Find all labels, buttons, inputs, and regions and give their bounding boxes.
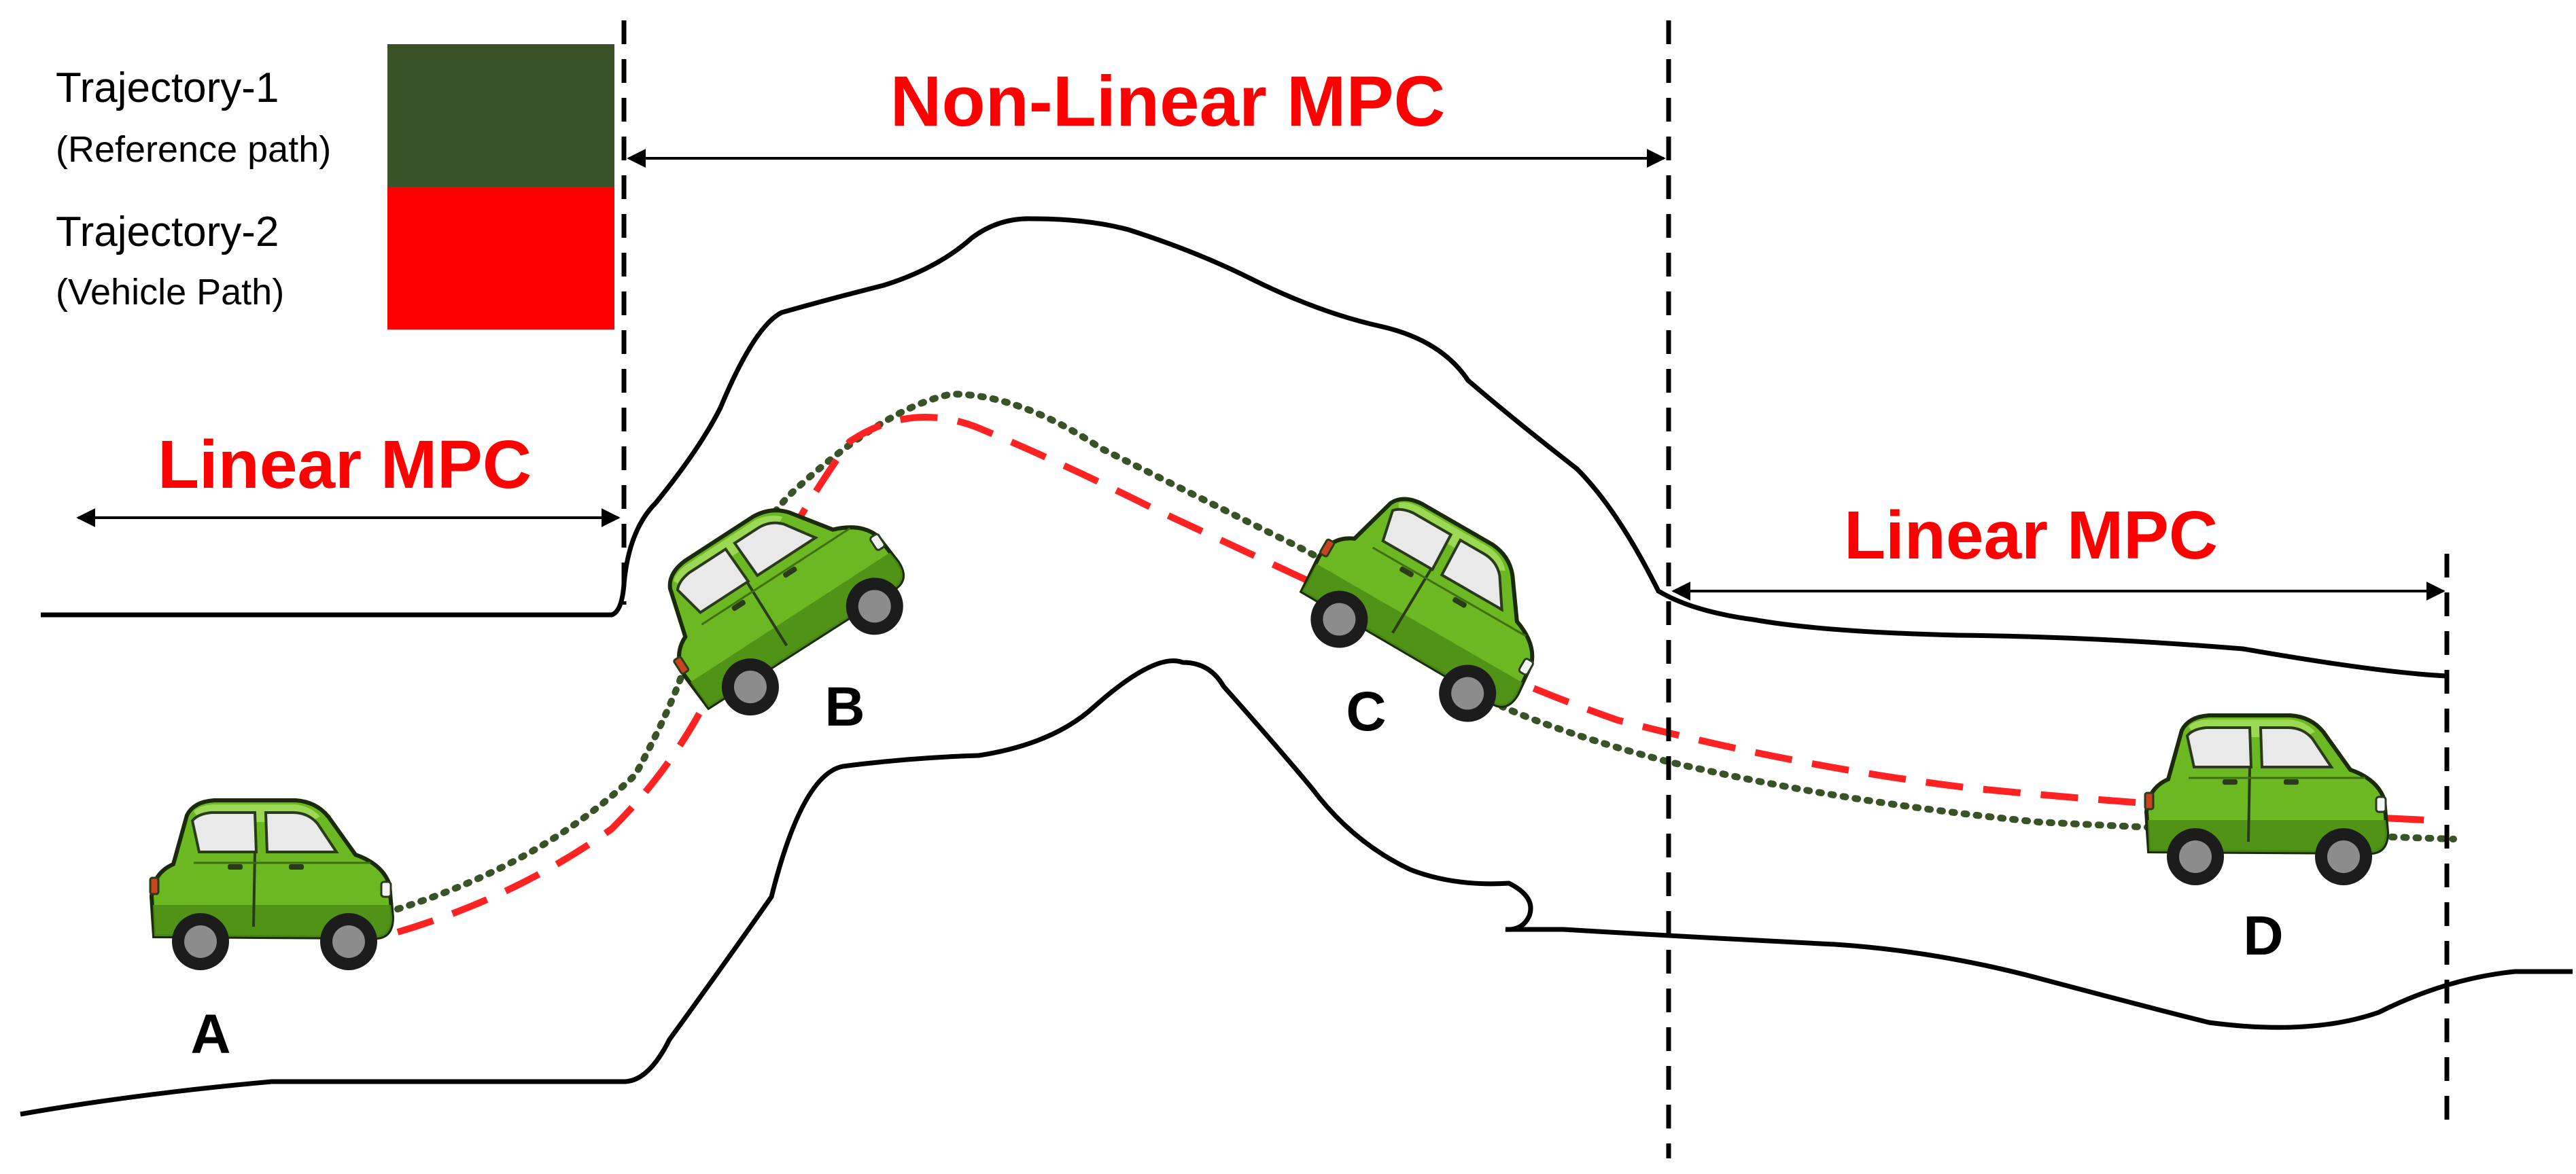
region-label-linear-right: Linear MPC xyxy=(1844,497,2218,573)
point-label-c: C xyxy=(1346,681,1386,743)
legend-item-2-title: Trajectory-2 xyxy=(56,209,279,255)
car-icon xyxy=(631,464,927,739)
region-label-non-linear: Non-Linear MPC xyxy=(890,62,1446,141)
point-label-d: D xyxy=(2243,905,2283,967)
road-lower-boundary xyxy=(20,658,2573,1117)
car-icon xyxy=(2145,715,2387,885)
car-icon xyxy=(1281,472,1576,740)
point-label-b: B xyxy=(824,676,865,738)
legend-item-1-subtitle: (Reference path) xyxy=(56,129,331,170)
legend-swatch-trajectory-1 xyxy=(387,44,614,187)
legend-item-1-title: Trajectory-1 xyxy=(56,65,279,111)
region-label-linear-left: Linear MPC xyxy=(158,427,532,503)
legend-swatch-trajectory-2 xyxy=(387,187,614,330)
legend: Trajectory-1 (Reference path) Trajectory… xyxy=(56,44,614,330)
car-icon xyxy=(150,800,392,970)
point-label-a: A xyxy=(190,1003,230,1065)
legend-item-2-subtitle: (Vehicle Path) xyxy=(56,272,284,313)
road-upper-boundary xyxy=(41,216,2448,679)
vehicle-path-trajectory-2 xyxy=(396,414,2441,936)
